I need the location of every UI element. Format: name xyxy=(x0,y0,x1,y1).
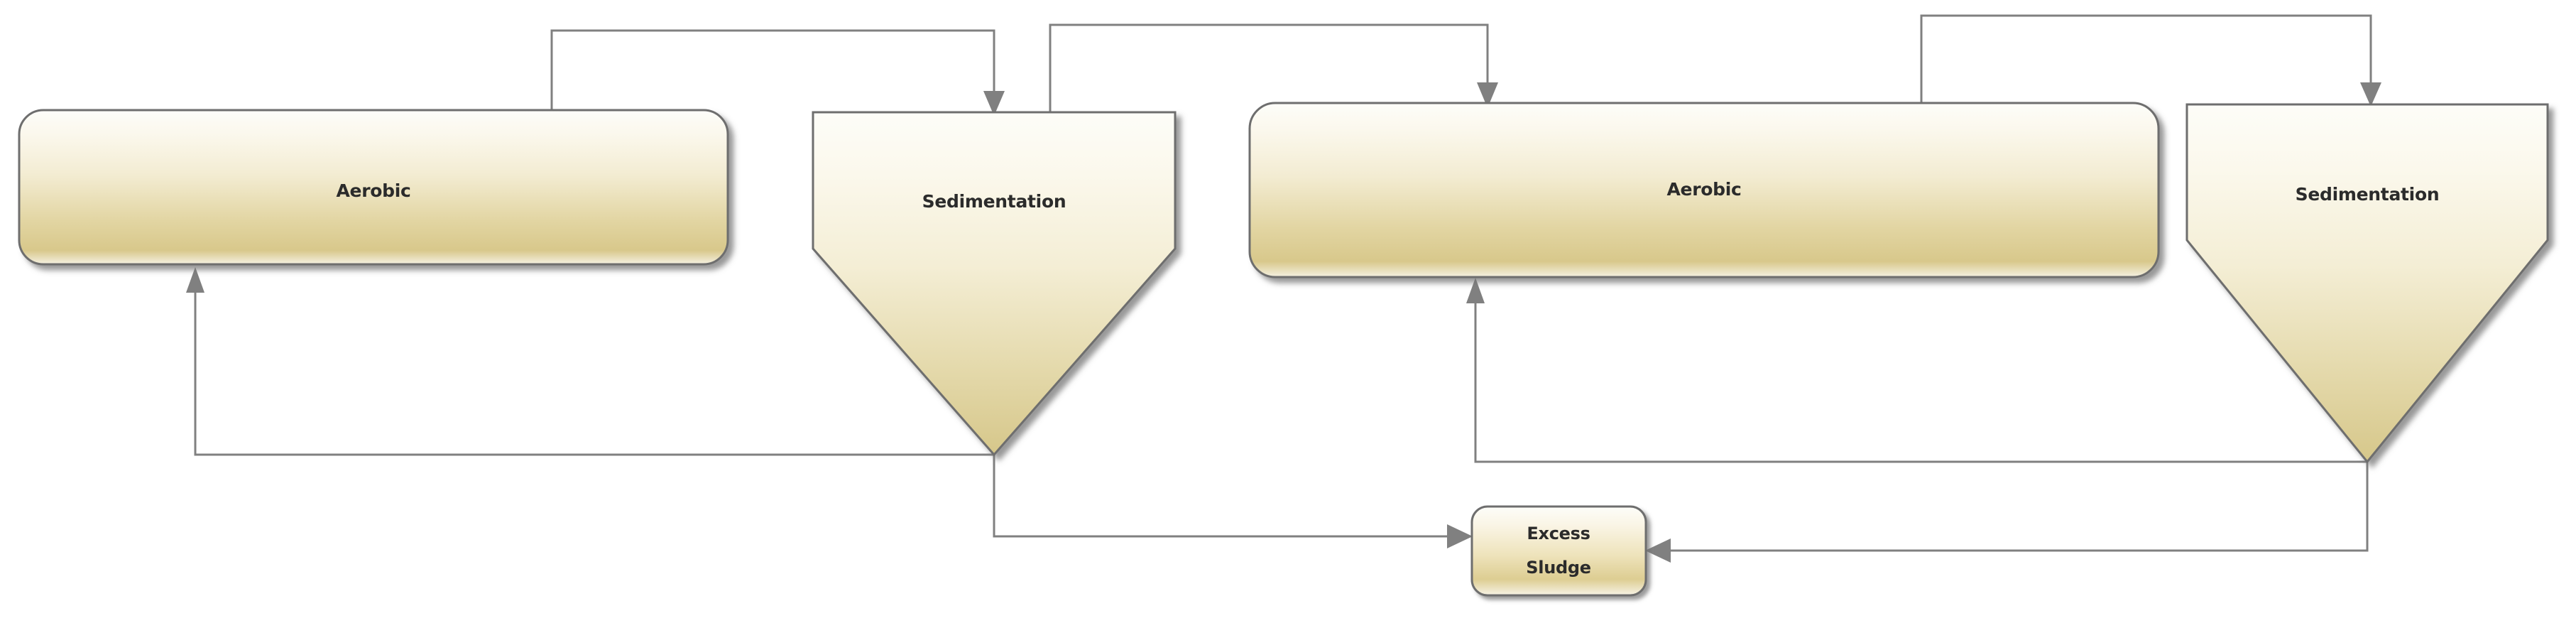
node-sedimentation-1[interactable]: Sedimentation xyxy=(812,111,1177,457)
sedimentation-1-label: Sedimentation xyxy=(922,191,1066,212)
excess-sludge-label-line2: Sludge xyxy=(1526,558,1590,578)
node-aerobic-2[interactable]: Aerobic xyxy=(1248,102,2160,278)
edge-aerobic2-to-sedimentation2 xyxy=(1920,14,2381,107)
node-excess-sludge[interactable]: Excess Sludge xyxy=(1470,505,1647,597)
excess-sludge-shape[interactable] xyxy=(1470,505,1647,597)
edge-aerobic1-to-sedimentation1 xyxy=(550,29,1005,116)
aerobic-1-label: Aerobic xyxy=(337,180,411,201)
edge-sedimentation2-to-excess-sludge xyxy=(1645,462,2369,563)
edge-sedimentation1-to-excess-sludge xyxy=(993,455,1473,548)
sedimentation-2-shape[interactable] xyxy=(2185,103,2549,464)
aerobic-2-shape[interactable] xyxy=(1248,102,2160,278)
sedimentation-1-shape[interactable] xyxy=(812,111,1177,457)
edge-sedimentation1-return-to-aerobic1 xyxy=(186,267,994,456)
node-aerobic-1[interactable]: Aerobic xyxy=(18,109,729,266)
excess-sludge-label-line1: Excess xyxy=(1527,524,1590,543)
aerobic-1-shape[interactable] xyxy=(18,109,729,266)
aerobic-2-label: Aerobic xyxy=(1667,179,1742,200)
node-sedimentation-2[interactable]: Sedimentation xyxy=(2185,103,2549,464)
edge-sedimentation2-return-to-aerobic2 xyxy=(1466,278,2367,463)
edge-sedimentation1-to-aerobic2 xyxy=(1049,23,1498,112)
sedimentation-2-label: Sedimentation xyxy=(2296,184,2440,205)
